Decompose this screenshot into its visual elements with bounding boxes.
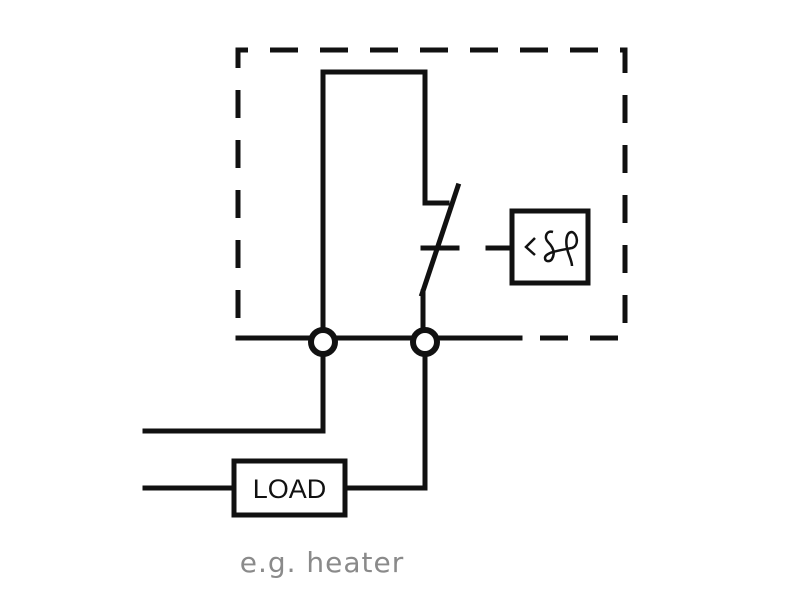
load-caption: e.g. heater (240, 546, 405, 579)
switch-blade (418, 182, 462, 298)
internal-wire-loop (320, 69, 450, 341)
load-return-wire (342, 351, 428, 491)
load-box: LOAD (231, 458, 348, 518)
supply-wire-top (142, 351, 326, 434)
temperature-sensor-icon (524, 230, 579, 267)
load-label: LOAD (253, 474, 327, 504)
internal-circuit (235, 69, 523, 341)
thermostat-enclosure (235, 47, 628, 341)
terminal-1 (308, 327, 338, 357)
terminal-2 (410, 327, 440, 357)
temperature-sensor (509, 208, 591, 286)
